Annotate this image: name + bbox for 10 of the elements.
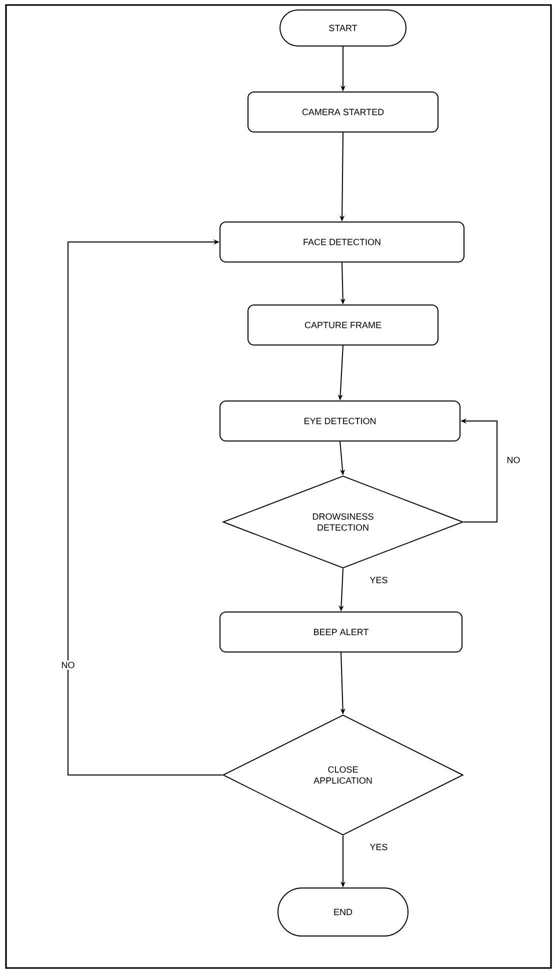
process-box: FACE DETECTION bbox=[220, 222, 464, 262]
edge-label: YES bbox=[370, 576, 388, 584]
edge-label: YES bbox=[370, 844, 388, 850]
arrow bbox=[68, 239, 223, 776]
edge-label: NO bbox=[507, 456, 520, 464]
edge-label: NO bbox=[62, 662, 74, 668]
process-box: CAMERA STARTED bbox=[248, 92, 438, 132]
process-box: BEEP ALERT bbox=[220, 612, 462, 652]
process-box: CAPTURE FRAME bbox=[248, 304, 438, 346]
process-box: EYE DETECTION bbox=[220, 400, 460, 442]
